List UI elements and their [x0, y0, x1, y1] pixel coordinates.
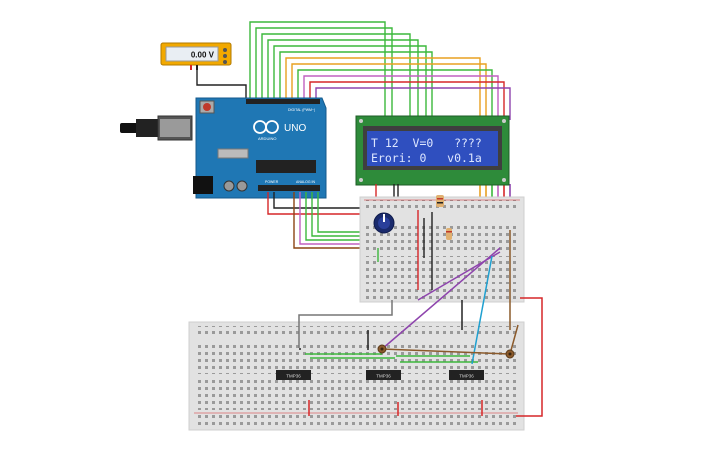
sensor-label-3: TMP36: [459, 374, 474, 379]
lcd-line-1: T 12 V=0 ????: [371, 136, 482, 150]
resistor[interactable]: [436, 195, 444, 207]
multimeter[interactable]: 0.00 V: [160, 42, 232, 70]
usb-cable: [120, 115, 193, 141]
arduino-uno-board[interactable]: UNO ARDUINO DIGITAL (PWM~) POWER ANALOG …: [120, 97, 327, 199]
multimeter-reading: 0.00 V: [191, 51, 215, 60]
digital-wire-bundle[interactable]: [249, 21, 511, 120]
resistor[interactable]: [446, 228, 452, 240]
lcd-display-module[interactable]: T 12 V=0 ???? Erori: 0 v0.1a: [355, 115, 510, 186]
wire-endpoint-marker[interactable]: [505, 349, 515, 359]
lower-jumper-wires[interactable]: [298, 230, 543, 417]
sensor-label-1: TMP36: [286, 374, 301, 379]
lcd-line-2: Erori: 0 v0.1a: [371, 151, 482, 165]
wire-endpoint-marker[interactable]: [377, 344, 387, 354]
arduino-brand-label: ARDUINO: [258, 136, 276, 141]
breadboard-lower[interactable]: [188, 321, 525, 431]
arduino-model-label: UNO: [284, 123, 306, 134]
sensor-label-2: TMP36: [376, 374, 391, 379]
temperature-sensor[interactable]: TMP36: [366, 370, 401, 380]
arduino-digital-label: DIGITAL (PWM~): [288, 108, 315, 112]
upper-jumper-wires[interactable]: [377, 210, 433, 290]
multimeter-probe-wire[interactable]: [196, 70, 247, 100]
arduino-power-label: POWER: [265, 180, 279, 184]
temperature-sensor[interactable]: TMP36: [276, 370, 311, 380]
arduino-logo-icon: [253, 120, 279, 134]
potentiometer-knob[interactable]: [373, 212, 395, 234]
arduino-analog-label: ANALOG IN: [296, 180, 316, 184]
temperature-sensor[interactable]: TMP36: [449, 370, 484, 380]
